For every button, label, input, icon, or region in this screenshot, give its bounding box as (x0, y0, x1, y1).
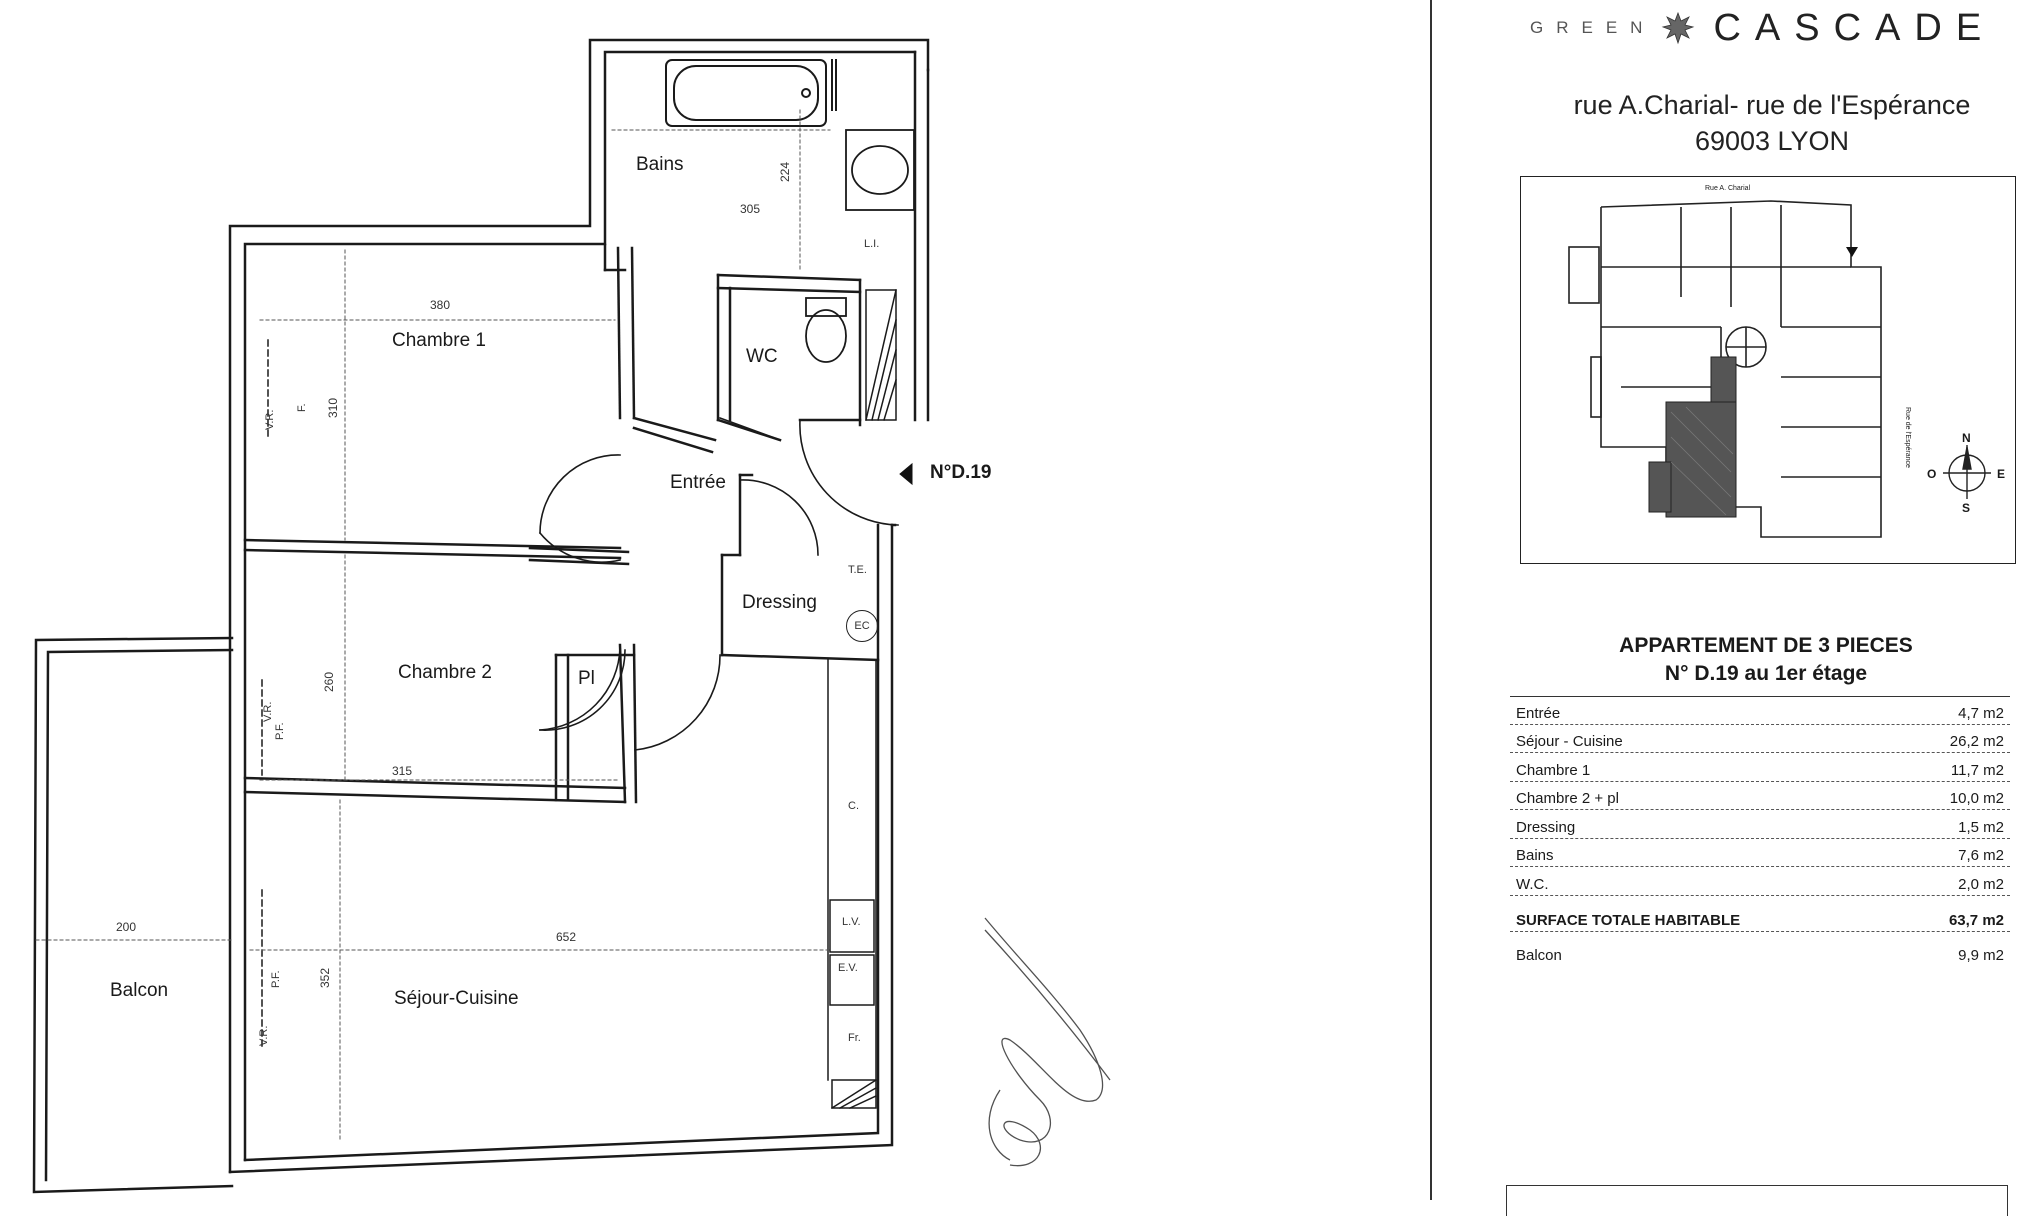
brand-green: GREEN (1530, 18, 1656, 37)
toilet (805, 297, 847, 363)
street-label-right: Rue de l'Espérance (1904, 407, 1911, 468)
fixture-fr: Fr. (848, 1032, 861, 1044)
fixture-vr-1: V.R. (264, 409, 276, 430)
area-row: W.C.2,0 m2 (1510, 867, 2010, 896)
fixture-pf-1: P.F. (274, 722, 286, 740)
fixture-f: F. (296, 403, 308, 412)
dim-sejour-width: 652 (556, 930, 577, 944)
dim-ch2-width: 315 (392, 764, 413, 778)
kitchen-counter (827, 659, 877, 1081)
fixture-lv: L.V. (842, 916, 861, 928)
compass-n: N (1962, 431, 1971, 445)
highlighted-unit (1648, 356, 1737, 518)
dim-ch2-height: 260 (322, 671, 336, 692)
interior-walls (243, 243, 880, 804)
brand-cascade: CASCADE (1713, 6, 1996, 49)
leaf-icon (1662, 11, 1695, 45)
bathtub (665, 59, 837, 127)
fixture-li: L.I. (864, 238, 880, 250)
room-label-chambre1: Chambre 1 (392, 330, 486, 351)
address-line-1: rue A.Charial- rue de l'Espérance (1573, 90, 1971, 120)
fixture-ev: E.V. (838, 962, 858, 974)
dim-bains-height: 224 (778, 161, 792, 182)
room-label-bains: Bains (636, 154, 684, 175)
dimension-lines (35, 109, 831, 1141)
fixture-ec: EC (846, 610, 878, 642)
unit-label: N°D.19 (930, 462, 992, 483)
dim-ch1-height: 310 (326, 397, 340, 418)
site-plan-drawing (1568, 200, 1991, 538)
compass-e: E (1997, 467, 2006, 481)
room-label-pl: Pl (578, 668, 595, 689)
room-label-chambre2: Chambre 2 (398, 662, 492, 683)
room-label-dressing: Dressing (742, 592, 817, 613)
fixture-vr-2: V.R. (262, 701, 274, 722)
room-label-balcon: Balcon (110, 980, 169, 1001)
dim-ch1-width: 380 (430, 298, 451, 312)
dim-bains-width: 305 (740, 202, 761, 216)
fixture-c: C. (848, 800, 859, 812)
fixture-te: T.E. (848, 564, 867, 576)
duct-boxes (830, 289, 897, 1110)
address-line-2: 69003 LYON (1694, 126, 1850, 156)
entrance-arrow (899, 462, 913, 486)
apartment-title: APPARTEMENT DE 3 PIECES (1619, 634, 1913, 657)
scribble-mark (984, 917, 1111, 1167)
fixture-pf-2: P.F. (270, 970, 282, 988)
dim-balcon-width: 200 (116, 920, 137, 934)
area-table-top-border (1510, 696, 2010, 697)
page-separator (1430, 0, 1432, 1200)
room-label-wc: WC (746, 346, 778, 367)
room-label-entree: Entrée (670, 472, 726, 493)
unit-marker (1846, 247, 1858, 257)
compass-s: S (1962, 501, 1971, 515)
brand-logo: GREEN CASCADE (1530, 6, 1995, 50)
compass-rose (1943, 445, 1991, 499)
dim-sejour-height: 352 (318, 967, 332, 988)
door-swings (538, 416, 899, 751)
site-plan: Rue A. Charial Rue de l'Espérance N O E … (1520, 176, 2016, 564)
fixture-vr-3: V.R. (258, 1025, 270, 1046)
outer-walls (228, 38, 930, 1174)
balcon-outline (32, 636, 234, 1194)
washbasin (845, 129, 915, 211)
street-label-top: Rue A. Charial (1705, 185, 1751, 192)
compass-o: O (1927, 467, 1937, 481)
windows (261, 339, 269, 1051)
apartment-subtitle: N° D.19 au 1er étage (1664, 662, 1868, 685)
footer-box (1506, 1185, 2008, 1216)
room-label-sejour: Séjour-Cuisine (394, 988, 519, 1009)
floor-plan (32, 38, 1111, 1194)
